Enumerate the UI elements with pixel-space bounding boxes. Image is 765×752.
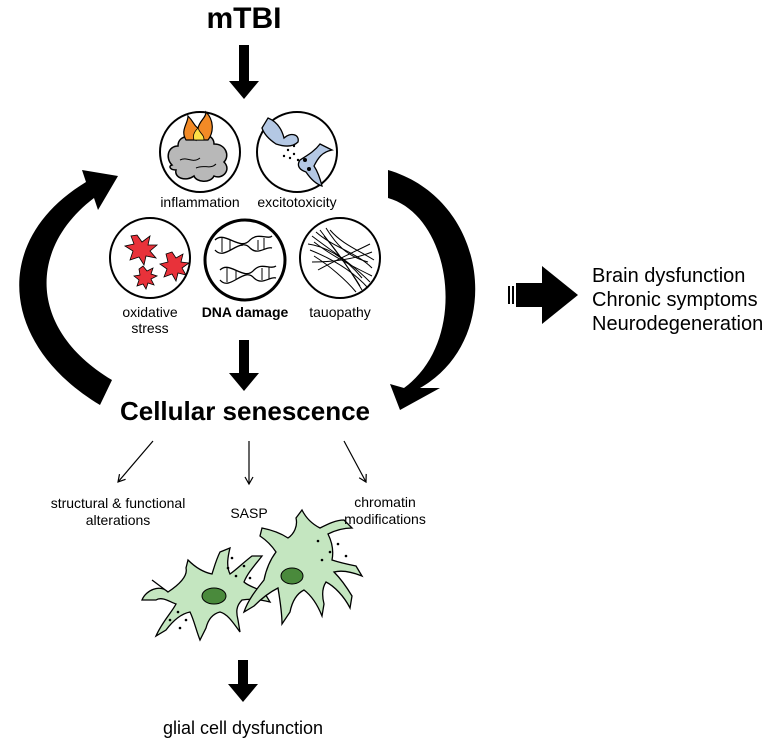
label-glial-dysfunction: glial cell dysfunction xyxy=(162,718,324,738)
label-excitotoxicity: excitotoxicity xyxy=(257,194,337,210)
arrow-to-glial-dysfunction xyxy=(228,660,258,702)
label-sasp: SASP xyxy=(230,505,268,521)
excitotoxicity-icon xyxy=(256,111,338,193)
outcome-2: Chronic symptoms xyxy=(592,289,758,311)
outcome-1: Brain dysfunction xyxy=(592,265,746,287)
label-structural-2: alterations xyxy=(85,512,151,528)
label-chromatin-2: modifications xyxy=(344,511,426,527)
outcome-arrow xyxy=(508,266,578,324)
inflammation-icon xyxy=(159,110,241,193)
arrow-to-chromatin xyxy=(343,440,367,484)
arrow-mtbi-down xyxy=(229,45,259,99)
glial-cell-right xyxy=(242,508,364,627)
outcome-3: Neurodegeneration xyxy=(592,313,764,335)
label-chromatin-1: chromatin xyxy=(354,494,416,510)
page-title: mTBI xyxy=(206,2,282,35)
hub-label: Cellular senescence xyxy=(119,396,371,426)
label-oxidative: oxidative xyxy=(122,304,178,320)
left-feedback-arrow xyxy=(19,170,118,405)
arrow-to-senescence xyxy=(229,340,259,391)
glial-cell-left xyxy=(141,546,272,642)
oxidative-stress-icon xyxy=(109,217,191,299)
label-inflammation: inflammation xyxy=(160,194,240,210)
right-curved-arrow xyxy=(388,170,476,410)
label-stress: stress xyxy=(131,320,169,336)
label-dna-damage: DNA damage xyxy=(201,304,289,320)
tauopathy-icon xyxy=(299,217,381,299)
label-tauopathy: tauopathy xyxy=(309,304,371,320)
sasp-dots xyxy=(168,539,348,630)
arrow-to-structural xyxy=(117,440,154,483)
label-structural-1: structural & functional xyxy=(50,495,186,511)
dna-damage-icon xyxy=(203,218,287,302)
